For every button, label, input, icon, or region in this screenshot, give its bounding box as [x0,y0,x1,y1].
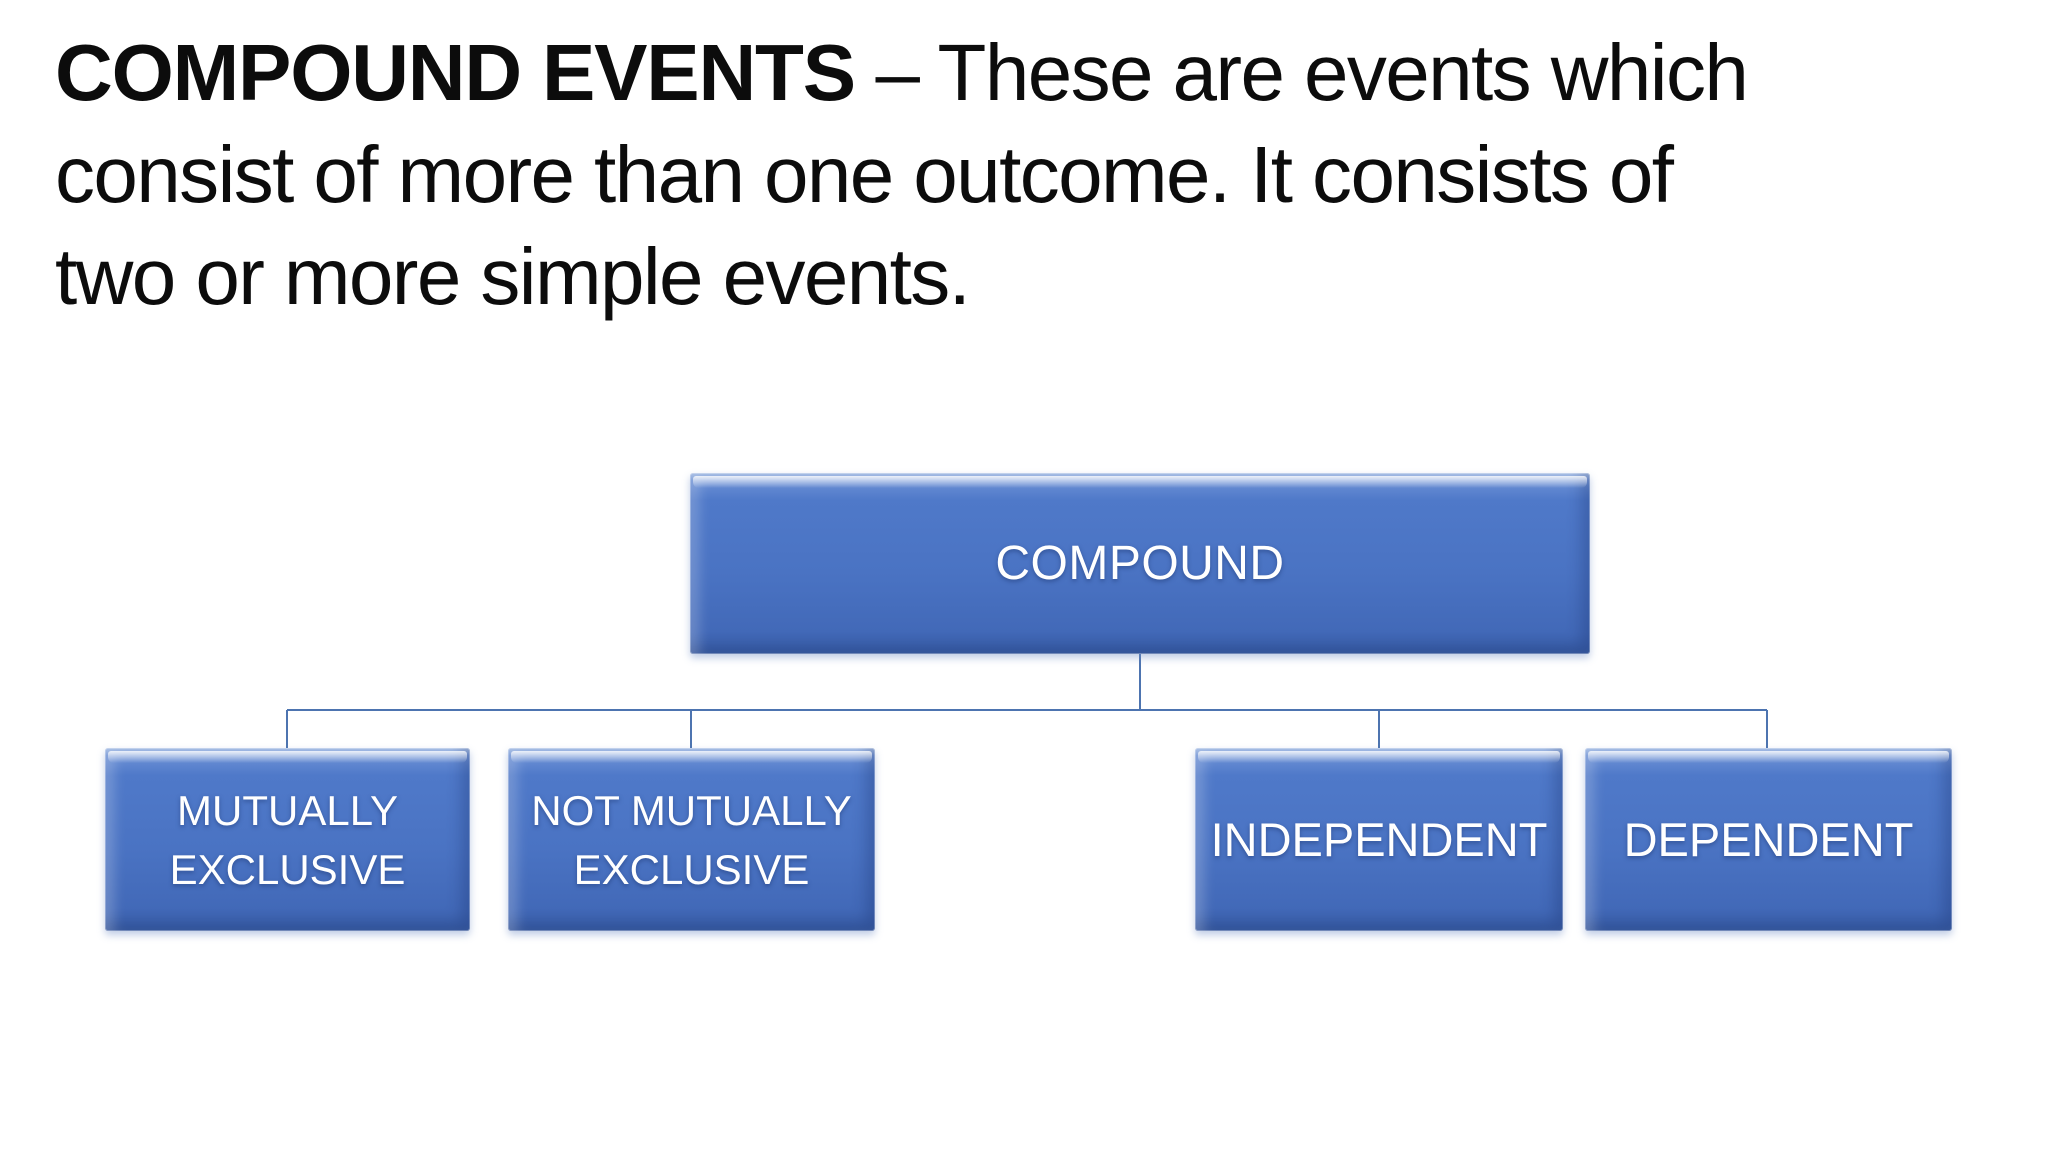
node-not-mutually-exclusive: NOT MUTUALLY EXCLUSIVE [508,748,875,931]
node-compound-label: COMPOUND [995,536,1285,590]
title-term: COMPOUND EVENTS [55,28,856,117]
node-dependent: DEPENDENT [1585,748,1952,931]
node-mutually-exclusive-label: MUTUALLY EXCLUSIVE [169,786,406,893]
node-independent: INDEPENDENT [1195,748,1563,931]
slide-title: COMPOUND EVENTS – These are events which… [55,22,1995,328]
node-dependent-label: DEPENDENT [1623,812,1914,866]
node-compound: COMPOUND [690,473,1590,654]
node-independent-label: INDEPENDENT [1210,812,1548,866]
title-definition: – These are events which consist of more… [55,28,1749,321]
node-not-mutually-exclusive-label: NOT MUTUALLY EXCLUSIVE [531,786,852,893]
node-mutually-exclusive: MUTUALLY EXCLUSIVE [105,748,470,931]
